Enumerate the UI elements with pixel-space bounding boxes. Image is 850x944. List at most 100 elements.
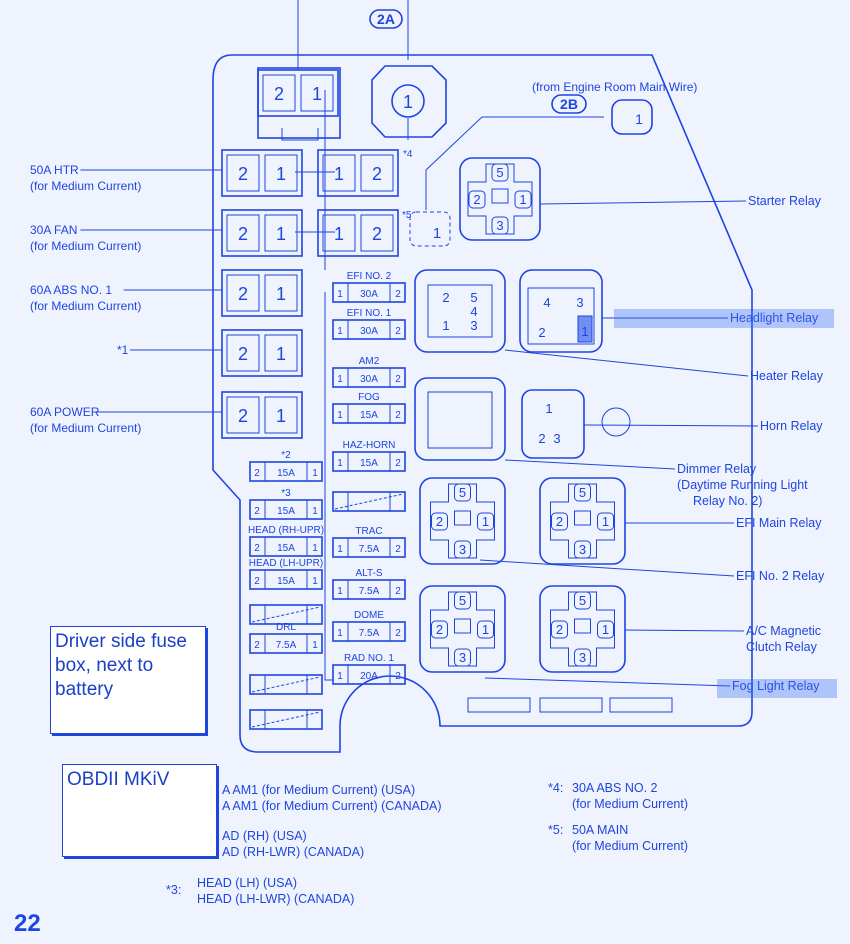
mini-fuse-body bbox=[332, 282, 406, 303]
pin-1: 1 bbox=[312, 468, 318, 479]
relay-label: EFI No. 2 Relay bbox=[736, 569, 825, 583]
pin-2: 2 bbox=[395, 374, 401, 385]
pin-1: 1 bbox=[337, 410, 343, 421]
relay-socket bbox=[430, 483, 495, 559]
wire-2b bbox=[425, 116, 604, 210]
fuse-housing bbox=[221, 269, 303, 317]
relay-socket bbox=[550, 483, 615, 559]
fuse-amperage: 30A bbox=[360, 326, 378, 337]
bus-wire bbox=[324, 90, 333, 681]
empty-slot-mark bbox=[251, 676, 321, 693]
mini-fuse-body bbox=[249, 709, 323, 730]
pin-label: 1 bbox=[602, 622, 609, 637]
relay-housing bbox=[419, 585, 506, 673]
pin-label: 1 bbox=[276, 406, 286, 426]
relay-socket bbox=[430, 591, 495, 667]
pin-2: 2 bbox=[395, 410, 401, 421]
pin-label: 1 bbox=[312, 84, 322, 104]
fuse-slot bbox=[264, 396, 298, 434]
fuse-amperage: 20A bbox=[360, 671, 378, 682]
driver-side-note: Driver side fuse box, next to battery bbox=[50, 626, 206, 734]
pin-1: 1 bbox=[337, 326, 343, 337]
pin-label: 1 bbox=[482, 622, 489, 637]
pin-label: 3 bbox=[459, 650, 466, 665]
fuse-slot bbox=[226, 396, 260, 434]
pin-label: 2 bbox=[238, 164, 248, 184]
pin-label: 2 bbox=[238, 284, 248, 304]
pin-2: 2 bbox=[254, 543, 260, 554]
fuse-name: DRL bbox=[276, 622, 296, 633]
mini-fuse-body bbox=[249, 674, 323, 695]
footnote-1b: A AM1 (for Medium Current) (CANADA) bbox=[222, 799, 442, 813]
fuse-amperage: 15A bbox=[277, 576, 295, 587]
fuse-amperage: 30A bbox=[360, 374, 378, 385]
fuse-name: HEAD (RH-UPR) bbox=[248, 525, 324, 536]
fuse-housing bbox=[257, 69, 339, 117]
fuse-name: AM2 bbox=[359, 356, 380, 367]
pin-label: 4 bbox=[470, 304, 477, 319]
relay-label: Horn Relay bbox=[760, 419, 823, 433]
pin-label: 1 bbox=[433, 225, 441, 242]
pin-label: 3 bbox=[496, 218, 503, 233]
relay-socket bbox=[467, 163, 533, 235]
pin-label: 1 bbox=[519, 192, 526, 207]
pin-1: 1 bbox=[337, 458, 343, 469]
fuse-amperage: 15A bbox=[360, 458, 378, 469]
mini-fuse bbox=[332, 491, 406, 512]
mini-fuse-body bbox=[332, 319, 406, 340]
footnote-4b: (for Medium Current) bbox=[572, 797, 688, 811]
spare-slot bbox=[539, 697, 603, 713]
fuse-amperage: 30A bbox=[360, 289, 378, 300]
wire-top bbox=[281, 0, 409, 141]
pin-label: 2 bbox=[442, 290, 449, 305]
leader-line bbox=[504, 459, 676, 470]
pin-label: 3 bbox=[579, 650, 586, 665]
connector-2b-badge bbox=[551, 94, 587, 114]
pin-label: 2 bbox=[238, 224, 248, 244]
empty-slot-mark bbox=[251, 606, 321, 623]
fuse-amperage: 15A bbox=[277, 543, 295, 554]
mini-fuse: 2 1 15A HEAD (RH-UPR) bbox=[248, 525, 324, 557]
fuse-slot bbox=[226, 214, 260, 252]
fuse-slot bbox=[264, 334, 298, 372]
fuse-slot bbox=[360, 214, 394, 252]
fuse-slot bbox=[226, 154, 260, 192]
left-label-sub: (for Medium Current) bbox=[30, 299, 141, 313]
pin-label: 1 bbox=[403, 92, 413, 112]
pin-label: 3 bbox=[579, 542, 586, 557]
fuse-slot bbox=[264, 274, 298, 312]
relay-housing bbox=[419, 477, 506, 565]
pin-1: 1 bbox=[312, 543, 318, 554]
mini-fuse-body bbox=[249, 633, 323, 654]
connector-2a-label: 2A bbox=[377, 11, 395, 27]
pin-label: 2 bbox=[436, 622, 443, 637]
pin-label: 1 bbox=[276, 164, 286, 184]
fuse-housing bbox=[221, 329, 303, 377]
relay-housing bbox=[539, 477, 626, 565]
pin-2: 2 bbox=[395, 458, 401, 469]
fuse-housing bbox=[221, 391, 303, 439]
fuse-housing bbox=[221, 149, 303, 197]
pin-label: 5 bbox=[579, 485, 586, 500]
pin-label: 1 bbox=[602, 514, 609, 529]
relay-label: Headlight Relay bbox=[730, 311, 819, 325]
spare-slot bbox=[467, 697, 531, 713]
left-label-name: 60A ABS NO. 1 bbox=[30, 283, 112, 297]
pin-label: 1 bbox=[276, 344, 286, 364]
mini-fuse-body bbox=[249, 499, 323, 520]
left-label-name: *1 bbox=[117, 343, 129, 357]
empty-slot-mark bbox=[334, 493, 404, 510]
